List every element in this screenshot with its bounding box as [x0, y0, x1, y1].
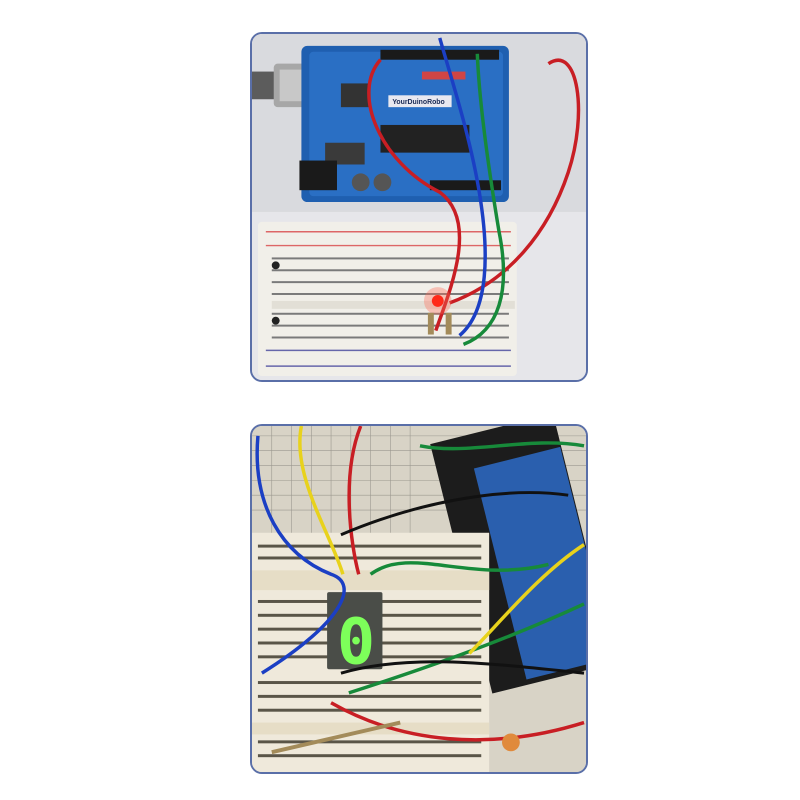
switch-leg — [271, 316, 280, 325]
power-jack — [299, 160, 337, 191]
red-led — [431, 294, 444, 307]
red-wire — [330, 701, 585, 742]
capacitor — [351, 173, 370, 192]
green-wire — [348, 602, 585, 695]
red-wire — [449, 58, 581, 305]
seven-segment-display — [327, 592, 383, 670]
blue-wire — [255, 435, 346, 675]
analog-header — [429, 180, 502, 191]
capacitor — [502, 733, 520, 752]
yellow-wire — [468, 543, 585, 655]
breadboard-holes — [271, 257, 509, 339]
seven-segment-scene: 0 — [252, 426, 586, 772]
microcontroller-chip — [380, 124, 470, 153]
black-wire — [340, 660, 585, 675]
capacitor — [373, 173, 392, 192]
arduino-led-scene: YourDuinoRobo — [252, 34, 586, 380]
yellow-wire — [298, 426, 345, 575]
switch-leg — [271, 261, 280, 270]
resistor — [271, 720, 401, 755]
arduino-led-photo: YourDuinoRobo — [250, 32, 588, 382]
resistor — [427, 312, 434, 335]
green-wire — [462, 53, 506, 347]
resistor — [445, 312, 452, 335]
red-wire — [347, 426, 363, 575]
board-label: YourDuinoRobo — [392, 99, 444, 106]
blue-wire — [438, 37, 487, 337]
red-wire — [367, 58, 462, 332]
black-wire — [340, 491, 569, 537]
green-wire — [419, 441, 585, 451]
board-label-plate — [388, 95, 452, 108]
green-wire — [369, 561, 549, 576]
usb-chip — [340, 83, 371, 108]
digital-header — [380, 49, 500, 60]
seven-segment-photo: 0 — [250, 424, 588, 774]
